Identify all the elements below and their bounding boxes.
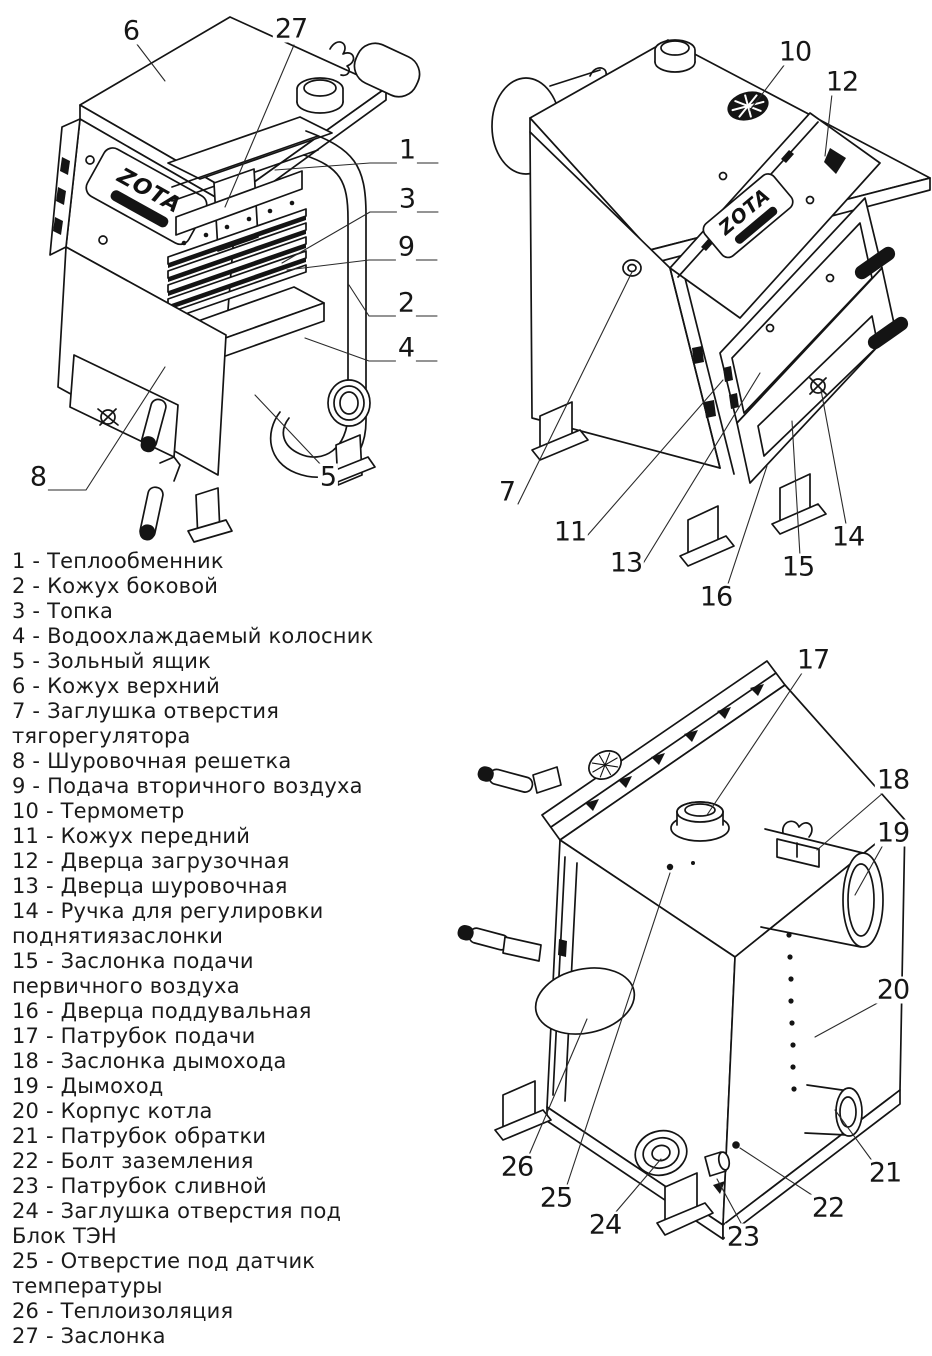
legend-item-9: 9 - Подача вторичного воздуха bbox=[12, 774, 363, 798]
thermometer-disc bbox=[588, 750, 622, 780]
legend-item-18: 18 - Заслонка дымохода bbox=[12, 1049, 287, 1073]
handle-bracket-top bbox=[532, 766, 562, 794]
leader-lines bbox=[528, 672, 884, 1224]
legend-item-6: 6 - Кожух верхний bbox=[12, 674, 220, 698]
top-cover bbox=[79, 16, 387, 210]
ashpit-door bbox=[736, 267, 896, 484]
grate-bars bbox=[167, 208, 307, 321]
legend-item-1: 1 - Теплообменник bbox=[12, 549, 224, 573]
legend-item-13: 13 - Дверца шуровочная bbox=[12, 874, 288, 898]
front-art: ZOTA bbox=[491, 39, 931, 609]
legend-item-8: 8 - Шуровочная решетка bbox=[12, 749, 292, 773]
cutaway-art: ZOTA bbox=[45, 16, 439, 543]
legend-item-17: 17 - Патрубок подачи bbox=[12, 1024, 256, 1048]
legend-item-25: 25 - Отверстие под датчик температуры bbox=[12, 1249, 316, 1298]
ash-door-handle bbox=[139, 486, 164, 541]
legend-item-16: 16 - Дверца поддувальная bbox=[12, 999, 312, 1023]
legend-item-27: 27 - Заслонка bbox=[12, 1324, 166, 1348]
legend-item-2: 2 - Кожух боковой bbox=[12, 574, 219, 598]
legend-item-26: 26 - Теплоизоляция bbox=[12, 1299, 234, 1323]
handle-bracket bbox=[159, 456, 181, 482]
legend-item-14: 14 - Ручка для регулировки поднятиязасло… bbox=[12, 899, 324, 948]
ashpit-door-handle bbox=[867, 316, 909, 350]
legend-item-15: 15 - Заслонка подачи первичного воздуха bbox=[12, 949, 254, 998]
legend-item-23: 23 - Патрубок сливной bbox=[12, 1174, 267, 1198]
legend-item-11: 11 - Кожух передний bbox=[12, 824, 251, 848]
view-cutaway-drawing: ZOTA bbox=[18, 5, 468, 545]
leader-lines bbox=[517, 63, 847, 609]
legend-item-5: 5 - Зольный ящик bbox=[12, 649, 211, 673]
legs bbox=[531, 401, 827, 567]
firebox-opening bbox=[175, 170, 303, 236]
legend-item-21: 21 - Патрубок обратки bbox=[12, 1124, 267, 1148]
top-cap bbox=[654, 39, 696, 73]
side-handle-top bbox=[477, 766, 534, 793]
shaker-handle bbox=[140, 398, 167, 453]
view-front-drawing: ZOTA bbox=[480, 28, 932, 643]
legend-item-4: 4 - Водоохлаждаемый колосник bbox=[12, 624, 374, 648]
legend-item-19: 19 - Дымоход bbox=[12, 1074, 164, 1098]
legend-item-22: 22 - Болт заземления bbox=[12, 1149, 254, 1173]
flue-stub bbox=[329, 41, 421, 98]
legend-item-10: 10 - Термометр bbox=[12, 799, 185, 823]
supply-pipe bbox=[670, 801, 730, 842]
legend-item-12: 12 - Дверца загрузочная bbox=[12, 849, 290, 873]
legs bbox=[494, 1080, 714, 1236]
legend-item-24: 24 - Заглушка отверстия под Блок ТЭН bbox=[12, 1199, 342, 1248]
stoking-door bbox=[719, 197, 883, 424]
legend-item-7: 7 - Заглушка отверстия тягорегулятора bbox=[12, 699, 280, 748]
legend-item-20: 20 - Корпус котла bbox=[12, 1099, 213, 1123]
side-handle-bottom bbox=[457, 925, 510, 951]
chimney bbox=[760, 828, 884, 948]
drain-pipe bbox=[704, 1151, 731, 1194]
ten-plug bbox=[634, 1129, 688, 1177]
left-face bbox=[534, 839, 736, 1226]
legs bbox=[187, 434, 376, 543]
left-edge-strip bbox=[49, 118, 81, 256]
secondary-air-holes bbox=[181, 200, 295, 246]
stoking-door-handle bbox=[854, 246, 896, 280]
ground-bolt bbox=[732, 1141, 740, 1149]
legend-item-3: 3 - Топка bbox=[12, 599, 114, 623]
handle-bracket-bottom bbox=[502, 936, 542, 962]
side-cover-curved bbox=[269, 130, 371, 478]
cover-cap bbox=[296, 77, 344, 114]
front-corner-strip bbox=[669, 267, 735, 475]
rear-art bbox=[457, 660, 906, 1240]
chimney-damper bbox=[776, 820, 820, 868]
